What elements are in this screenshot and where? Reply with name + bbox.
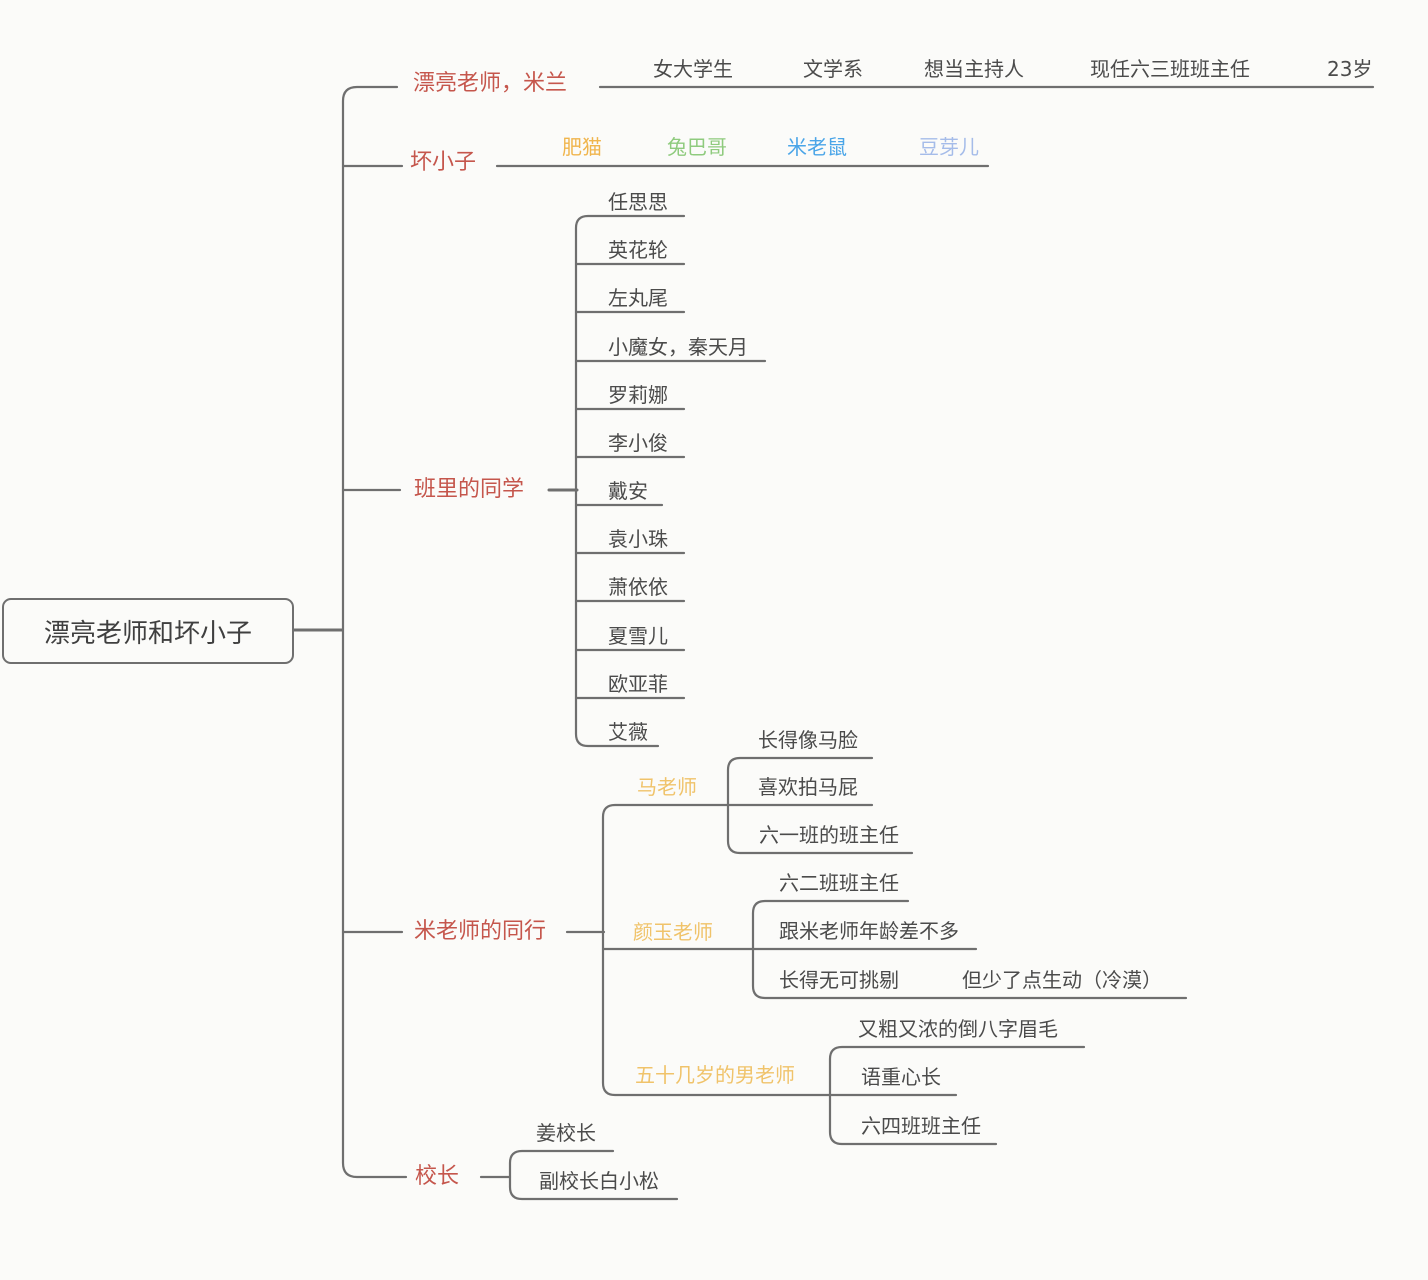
teacher-item: 现任六三班班主任 xyxy=(1090,57,1250,81)
teacher-item: 女大学生 xyxy=(653,57,733,81)
classmate-item: 李小俊 xyxy=(608,431,668,455)
principal-item: 姜校长 xyxy=(536,1121,596,1145)
bad-boy-item: 米老鼠 xyxy=(787,135,847,159)
root-node: 漂亮老师和坏小子 xyxy=(2,598,294,664)
teacher-item: 文学系 xyxy=(803,57,863,81)
classmate-item: 小魔女，秦天月 xyxy=(608,335,748,359)
classmate-item: 左丸尾 xyxy=(608,286,668,310)
bad-boy-item: 豆芽儿 xyxy=(919,135,979,159)
classmate-item: 欧亚菲 xyxy=(608,672,668,696)
classmate-item: 戴安 xyxy=(608,479,648,503)
branch-classmates-label: 班里的同学 xyxy=(414,477,525,502)
bad-boy-item: 肥猫 xyxy=(562,135,602,159)
main-spine xyxy=(341,85,408,1179)
colleague-yan-item: 六二班班主任 xyxy=(779,871,899,895)
classmate-item: 艾薇 xyxy=(608,720,648,744)
classmate-item: 夏雪儿 xyxy=(608,624,668,648)
principal-item: 副校长白小松 xyxy=(539,1169,659,1193)
colleague-ma-item: 长得像马脸 xyxy=(758,728,858,752)
classmate-item: 袁小珠 xyxy=(608,527,668,551)
bad-boy-item: 兔巴哥 xyxy=(667,135,727,159)
colleague-old-teacher-item: 语重心长 xyxy=(861,1065,941,1089)
branch-bad-boys-label: 坏小子 xyxy=(410,150,477,175)
classmate-item: 英花轮 xyxy=(608,238,668,262)
branch-principal-label: 校长 xyxy=(415,1164,460,1189)
colleague-old-teacher-label: 五十几岁的男老师 xyxy=(635,1063,795,1087)
classmate-item: 罗莉娜 xyxy=(608,383,668,407)
colleague-old-teacher-item: 又粗又浓的倒八字眉毛 xyxy=(858,1017,1058,1041)
teacher-item: 23岁 xyxy=(1327,57,1373,81)
classmate-item: 萧依依 xyxy=(608,575,668,599)
classmates-bracket xyxy=(574,214,686,748)
colleague-old-teacher-item: 六四班班主任 xyxy=(861,1114,981,1138)
colleague-yan-label: 颜玉老师 xyxy=(633,920,713,944)
colleague-yan-item: 长得无可挑剔 xyxy=(779,968,899,992)
principal-bracket xyxy=(508,1149,679,1201)
classmate-item: 任思思 xyxy=(608,190,668,214)
colleague-ma-item: 喜欢拍马屁 xyxy=(758,775,858,799)
branch-colleagues-label: 米老师的同行 xyxy=(414,919,547,944)
colleague-ma-item: 六一班的班主任 xyxy=(759,823,899,847)
colleague-yan-item: 跟米老师年龄差不多 xyxy=(779,919,959,943)
colleague-yan-item-note: 但少了点生动（冷漠） xyxy=(962,968,1162,992)
branch-teacher-label: 漂亮老师，米兰 xyxy=(413,71,568,96)
teacher-item: 想当主持人 xyxy=(924,57,1024,81)
root-node-label: 漂亮老师和坏小子 xyxy=(43,618,252,649)
colleague-ma-label: 马老师 xyxy=(637,775,697,799)
